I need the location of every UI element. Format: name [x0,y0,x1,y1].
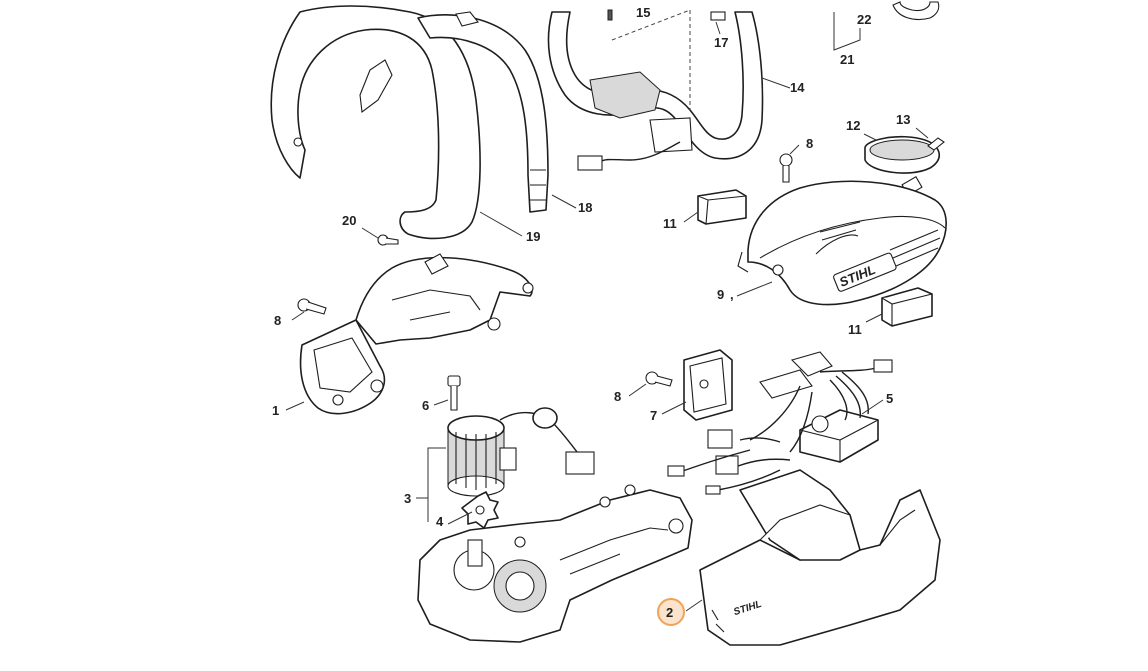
handle-grip-part-18[interactable] [417,11,549,213]
screw-part-8-mid[interactable] [645,371,673,387]
callout-18[interactable]: 18 [578,200,592,215]
callout-12[interactable]: 12 [846,118,860,133]
screw-part-6[interactable] [447,375,461,411]
callout-11-bottom[interactable]: 11 [848,322,862,337]
housing-shell-part-2[interactable]: STIHL [699,469,941,646]
callout-6[interactable]: 6 [422,398,429,413]
callout-labels: 1 2 3 4 5 6 7 8 8 8 9 , 11 11 12 13 14 1… [272,5,910,620]
callout-19[interactable]: 19 [526,229,540,244]
callout-21[interactable]: 21 [840,52,854,67]
callout-3[interactable]: 3 [404,491,411,506]
callout-4[interactable]: 4 [436,514,444,529]
bracket-part-1[interactable] [299,253,534,415]
callout-13[interactable]: 13 [896,112,910,127]
callout-2[interactable]: 2 [666,605,673,620]
pad-part-11-top[interactable] [697,189,747,225]
cover-logo-plate [833,252,897,292]
cover-part-9[interactable]: STIHL [737,180,947,306]
module-part-7[interactable] [683,349,733,421]
selected-callout-ring [657,598,685,626]
screw-part-13[interactable] [927,137,945,151]
gear-housing-base[interactable] [417,484,693,643]
motor-part-3[interactable] [447,407,595,497]
pad-part-11-bottom[interactable] [881,287,933,327]
part-21-22[interactable] [892,1,940,21]
callout-17[interactable]: 17 [714,35,728,50]
callout-20[interactable]: 20 [342,213,356,228]
callout-8-left[interactable]: 8 [274,313,281,328]
rear-handle-frame-part-14[interactable] [547,9,764,171]
front-handle-part-19[interactable] [270,5,481,240]
screw-part-8-top[interactable] [779,153,793,183]
callout-11-top[interactable]: 11 [663,216,677,231]
electronics-part-5[interactable] [667,351,893,495]
callout-9[interactable]: 9 [717,287,724,302]
callout-8-top[interactable]: 8 [806,136,813,151]
callout-1[interactable]: 1 [272,403,279,418]
callout-8-mid[interactable]: 8 [614,389,621,404]
callout-7[interactable]: 7 [650,408,657,423]
gear-part-4[interactable] [461,491,499,529]
screw-part-20[interactable] [377,234,399,246]
callout-14[interactable]: 14 [790,80,805,95]
callout-22[interactable]: 22 [857,12,871,27]
callout-9-suffix: , [730,287,734,302]
screw-part-8-left[interactable] [297,298,327,315]
callout-5[interactable]: 5 [886,391,893,406]
callout-15[interactable]: 15 [636,5,650,20]
leader-lines [285,9,929,612]
